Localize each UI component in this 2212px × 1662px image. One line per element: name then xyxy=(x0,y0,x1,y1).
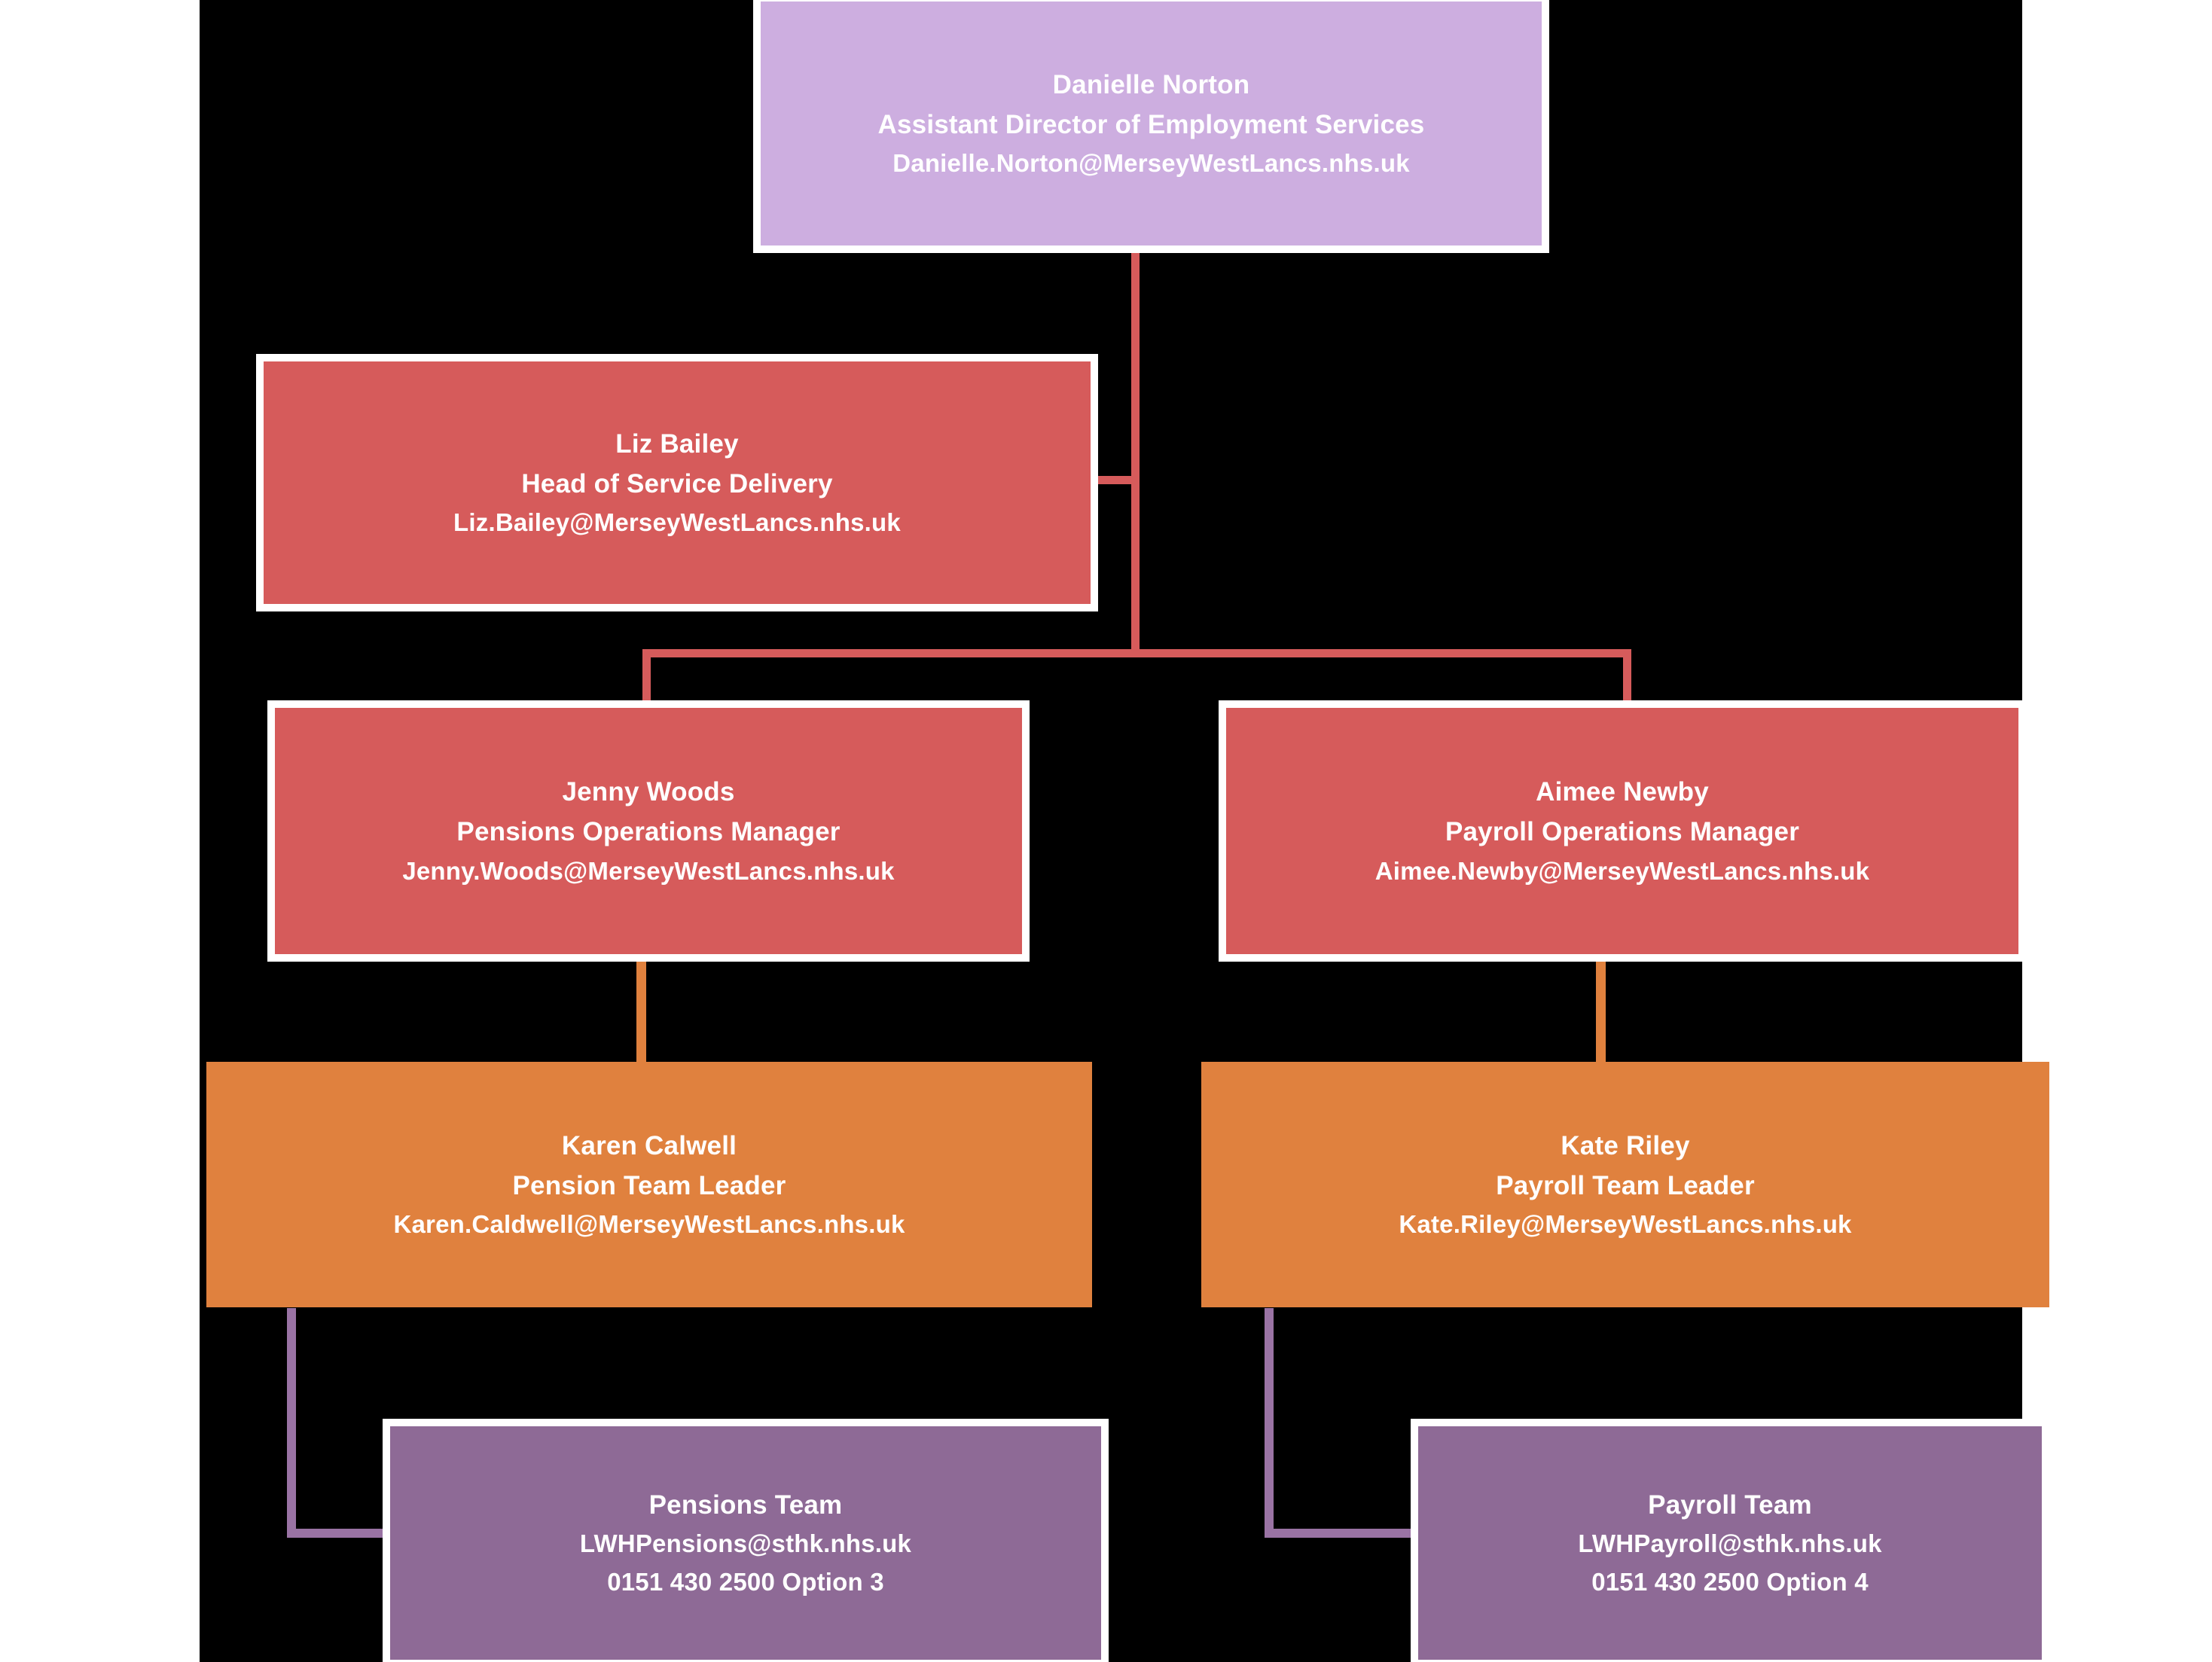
org-node-pensions-team[interactable]: Pensions Team LWHPensions@sthk.nhs.uk 01… xyxy=(383,1419,1109,1662)
org-node-liz-bailey[interactable]: Liz Bailey Head of Service Delivery Liz.… xyxy=(256,354,1098,611)
connector-karen-to-pensions-down xyxy=(287,1308,296,1537)
connector-kate-to-payroll-right xyxy=(1265,1529,1415,1538)
node-email[interactable]: LWHPensions@sthk.nhs.uk xyxy=(579,1529,912,1558)
node-email[interactable]: Jenny.Woods@MerseyWestLancs.nhs.uk xyxy=(402,856,895,885)
connector-aimee-to-kate xyxy=(1596,959,1606,1063)
node-role: Payroll Team Leader xyxy=(1496,1170,1755,1200)
org-node-karen-calwell[interactable]: Karen Calwell Pension Team Leader Karen.… xyxy=(206,1062,1092,1307)
node-phone[interactable]: 0151 430 2500 Option 4 xyxy=(1591,1567,1869,1596)
node-role: Assistant Director of Employment Service… xyxy=(877,109,1425,139)
node-role: Head of Service Delivery xyxy=(521,468,833,499)
node-email[interactable]: Aimee.Newby@MerseyWestLancs.nhs.uk xyxy=(1374,856,1870,885)
node-email[interactable]: Danielle.Norton@MerseyWestLancs.nhs.uk xyxy=(892,149,1410,178)
node-email[interactable]: Liz.Bailey@MerseyWestLancs.nhs.uk xyxy=(453,508,901,537)
org-node-aimee-newby[interactable]: Aimee Newby Payroll Operations Manager A… xyxy=(1219,700,2026,962)
connector-kate-to-payroll-down xyxy=(1265,1308,1274,1537)
node-name: Kate Riley xyxy=(1561,1130,1690,1160)
node-role: Pension Team Leader xyxy=(512,1170,786,1200)
node-name: Pensions Team xyxy=(648,1490,843,1520)
connector-drop-to-aimee-newby xyxy=(1623,649,1631,703)
org-node-danielle-norton[interactable]: Danielle Norton Assistant Director of Em… xyxy=(753,0,1549,253)
node-role: Pensions Operations Manager xyxy=(456,817,841,847)
node-name: Aimee Newby xyxy=(1536,777,1709,807)
connector-jenny-to-karen xyxy=(636,959,646,1063)
node-email[interactable]: Karen.Caldwell@MerseyWestLancs.nhs.uk xyxy=(393,1210,905,1239)
connector-danielle-to-liz-trunk xyxy=(1131,253,1140,657)
node-name: Danielle Norton xyxy=(1052,69,1250,99)
node-name: Karen Calwell xyxy=(561,1130,737,1160)
org-node-payroll-team[interactable]: Payroll Team LWHPayroll@sthk.nhs.uk 0151… xyxy=(1411,1419,2049,1662)
node-role: Payroll Operations Manager xyxy=(1445,817,1800,847)
node-phone[interactable]: 0151 430 2500 Option 3 xyxy=(607,1567,884,1596)
connector-drop-to-jenny-woods xyxy=(642,649,651,703)
org-node-jenny-woods[interactable]: Jenny Woods Pensions Operations Manager … xyxy=(267,700,1030,962)
connector-karen-to-pensions-right xyxy=(287,1529,386,1538)
org-node-kate-riley[interactable]: Kate Riley Payroll Team Leader Kate.Rile… xyxy=(1201,1062,2049,1307)
node-email[interactable]: Kate.Riley@MerseyWestLancs.nhs.uk xyxy=(1399,1210,1852,1239)
connector-split-bar xyxy=(642,649,1631,657)
node-email[interactable]: LWHPayroll@sthk.nhs.uk xyxy=(1578,1529,1882,1558)
node-name: Payroll Team xyxy=(1648,1490,1812,1520)
connector-liz-stub xyxy=(1094,476,1137,484)
node-name: Liz Bailey xyxy=(615,428,739,459)
node-name: Jenny Woods xyxy=(562,777,735,807)
